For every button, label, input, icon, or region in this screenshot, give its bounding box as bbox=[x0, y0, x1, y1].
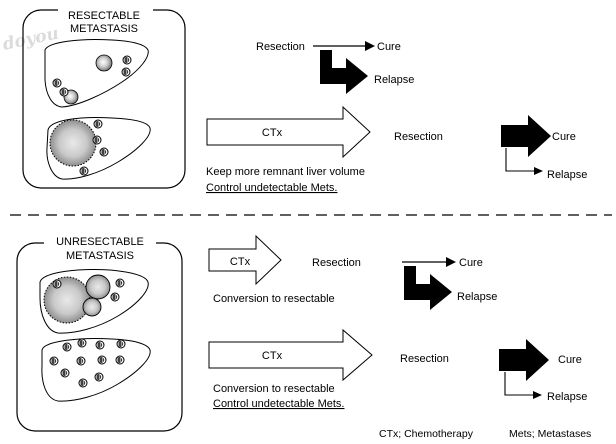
unresectable-title-line1: UNRESECTABLE bbox=[56, 236, 144, 248]
metastasis-dot bbox=[97, 355, 107, 365]
relapse-thick-arrow bbox=[404, 266, 452, 310]
relapse-thin-arrow-line bbox=[504, 372, 535, 396]
watermark: doyou bbox=[1, 24, 61, 55]
top-cure2-label: Cure bbox=[552, 131, 576, 143]
liver-outline-lower bbox=[46, 117, 151, 180]
metastasis-dot bbox=[116, 339, 126, 349]
ctx-small-arrow bbox=[208, 234, 282, 286]
abbreviation-legend: CTx; Chemotherapy Mets; Metastases bbox=[379, 428, 591, 440]
metastasis-dot bbox=[99, 147, 109, 157]
metastasis-dot bbox=[92, 135, 102, 145]
metastasis-dot bbox=[49, 356, 59, 366]
legend-ctx: CTx; Chemotherapy bbox=[379, 428, 474, 440]
large-tumor bbox=[49, 119, 97, 167]
top-ctx-label: CTx bbox=[262, 127, 283, 139]
unresectable-box bbox=[16, 242, 183, 432]
metastasis-dot bbox=[115, 278, 125, 288]
bottom-conv2-label: Conversion to resectable bbox=[213, 383, 335, 395]
metastasis-dot bbox=[115, 355, 125, 365]
resectable-panel: RESECTABLE METASTASIS bbox=[22, 8, 186, 189]
top-cure-label: Cure bbox=[377, 41, 401, 53]
bottom-ctx2-label: CTx bbox=[262, 350, 283, 362]
cure-arrowhead bbox=[365, 41, 375, 51]
ctx-big-arrow bbox=[206, 105, 371, 159]
bottom-cure1-label: Cure bbox=[459, 257, 483, 269]
bottom-conv2-note: Control undetectable Mets. bbox=[213, 398, 344, 410]
large-tumor bbox=[43, 276, 91, 324]
tumor bbox=[85, 274, 111, 300]
metastasis-dot bbox=[93, 119, 103, 129]
bottom-relapse1-label: Relapse bbox=[457, 291, 497, 303]
top-ctx-flow: CTx Resection Cure Relapse Keep more rem… bbox=[206, 105, 587, 194]
metastasis-dot bbox=[77, 338, 87, 348]
resectable-title-line1: RESECTABLE bbox=[68, 10, 140, 22]
metastasis-dot bbox=[62, 342, 72, 352]
top-note1: Keep more remnant liver volume bbox=[206, 166, 365, 178]
bottom-resection2-label: Resection bbox=[400, 353, 449, 365]
bottom-ctx1-label: CTx bbox=[230, 256, 251, 268]
relapse-thin-arrowhead bbox=[534, 167, 543, 175]
metastasis-dot bbox=[52, 279, 62, 289]
top-relapse-label: Relapse bbox=[374, 74, 414, 86]
metastasis-dot bbox=[52, 78, 62, 88]
bottom-resection1-label: Resection bbox=[312, 257, 361, 269]
top-direct-resection-flow: Resection Cure Relapse bbox=[256, 41, 414, 94]
metastasis-dot bbox=[78, 378, 88, 388]
tumor bbox=[82, 297, 102, 317]
top-resection-label: Resection bbox=[256, 41, 305, 53]
legend-mets: Mets; Metastases bbox=[509, 428, 591, 440]
relapse-thin-arrowhead bbox=[533, 391, 542, 399]
metastasis-dot bbox=[121, 67, 131, 77]
liver-outline-lower bbox=[41, 338, 151, 402]
unresectable-panel: UNRESECTABLE METASTASIS bbox=[16, 233, 183, 432]
metastasis-dot bbox=[76, 356, 86, 366]
metastasis-dot bbox=[59, 87, 69, 97]
bottom-relapse2-label: Relapse bbox=[547, 391, 587, 403]
metastasis-dot bbox=[95, 340, 105, 350]
liver-outline-upper bbox=[44, 39, 149, 108]
cure-arrowhead bbox=[446, 257, 456, 267]
metastasis-dot bbox=[122, 55, 132, 65]
metastasis-dot bbox=[110, 292, 120, 302]
bottom-ctx-flow-2: CTx Resection Conversion to resectable C… bbox=[208, 328, 587, 410]
metastasis-dot bbox=[94, 372, 104, 382]
liver-outline-upper bbox=[39, 269, 149, 334]
ctx-big-arrow bbox=[208, 328, 373, 382]
top-relapse2-label: Relapse bbox=[547, 169, 587, 181]
resectable-title-line2: METASTASIS bbox=[70, 23, 138, 35]
relapse-thin-arrow-line bbox=[505, 148, 536, 172]
bottom-conv1-label: Conversion to resectable bbox=[213, 293, 335, 305]
top-resection2-label: Resection bbox=[394, 131, 443, 143]
top-note2: Control undetectable Mets. bbox=[206, 182, 337, 194]
metastasis-dot bbox=[60, 368, 70, 378]
cure-thick-arrow bbox=[501, 115, 551, 157]
bottom-ctx-flow-1: CTx Resection Conversion to resectable C… bbox=[208, 234, 497, 310]
tumor bbox=[95, 54, 113, 72]
unresectable-title-line2: METASTASIS bbox=[66, 250, 134, 262]
bottom-cure2-label: Cure bbox=[558, 354, 582, 366]
cure-thick-arrow bbox=[499, 339, 549, 381]
metastasis-dot bbox=[79, 166, 89, 176]
relapse-thick-arrow bbox=[320, 50, 368, 94]
